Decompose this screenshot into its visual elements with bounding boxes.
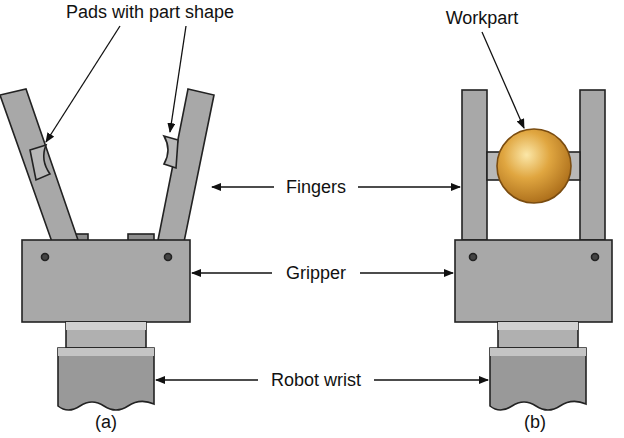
gripper-open: [0, 89, 214, 410]
callout-label: Pads with part shape: [64, 2, 236, 22]
callout-label: Workpart: [444, 8, 521, 28]
gripper-closed: [455, 90, 612, 410]
leader-lines: [46, 26, 524, 380]
part-label: Robot wrist: [269, 370, 363, 390]
part-label: Gripper: [284, 263, 348, 283]
view-label: (b): [522, 412, 548, 432]
view-label: (a): [93, 412, 119, 432]
part-label: Fingers: [284, 177, 348, 197]
